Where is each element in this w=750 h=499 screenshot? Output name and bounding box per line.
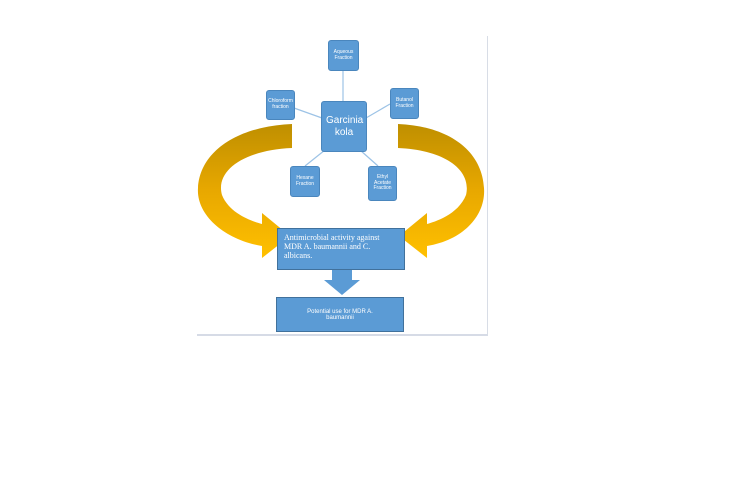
activity-label: Antimicrobial activity against MDR A. ba… (284, 233, 380, 260)
ethyl-acetate-fraction-box: Ethyl Acetate Fraction (368, 166, 397, 201)
potential-use-box: Potential use for MDR A. baumannii (276, 297, 404, 332)
hexane-label: Hexane Fraction (295, 174, 315, 187)
diagram-frame (197, 36, 488, 336)
connector-butanol (365, 103, 391, 119)
butanol-label: Butanol Fraction (395, 96, 414, 109)
connector-hexane (304, 149, 326, 167)
aqueous-label: Aqueous Fraction (333, 48, 354, 61)
connector-ethyl-acetate (359, 149, 379, 167)
potential-label: Potential use for MDR A. baumannii (307, 308, 373, 321)
center-label: Garcinia kola (326, 115, 364, 138)
down-arrow (324, 268, 360, 295)
hexane-fraction-box: Hexane Fraction (290, 166, 320, 197)
ethyl-acetate-label: Ethyl Acetate Fraction (373, 173, 392, 192)
connector-lines (293, 70, 391, 167)
aqueous-fraction-box: Aqueous Fraction (328, 40, 359, 71)
connector-chloroform (293, 107, 323, 119)
chloroform-fraction-box: Chloroform fraction (266, 90, 295, 120)
garcinia-kola-box: Garcinia kola (321, 101, 367, 152)
right-curved-arrow (398, 124, 485, 258)
butanol-fraction-box: Butanol Fraction (390, 88, 419, 119)
antimicrobial-activity-box: Antimicrobial activity against MDR A. ba… (277, 228, 405, 270)
chloroform-label: Chloroform fraction (268, 98, 293, 110)
left-curved-arrow (197, 124, 292, 258)
